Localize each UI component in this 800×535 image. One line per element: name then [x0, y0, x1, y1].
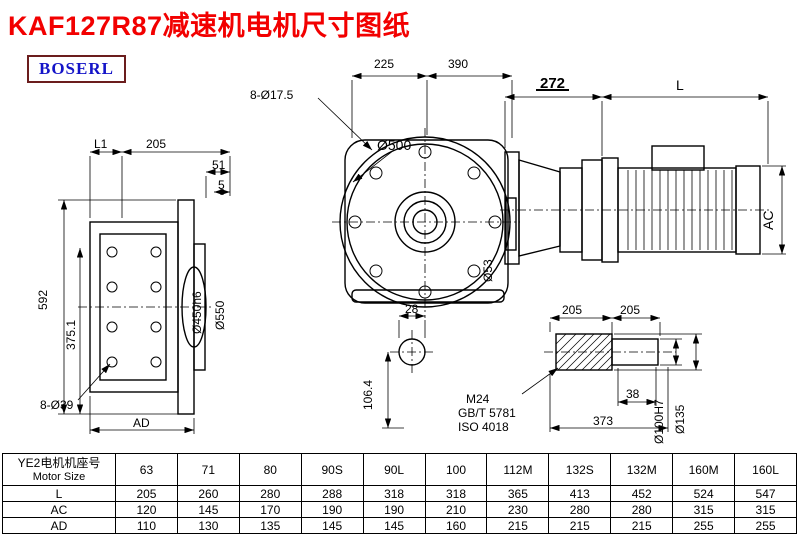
value-cell: 210	[424, 501, 488, 518]
dim-label-592: 592	[36, 289, 50, 310]
dim-label-d550: Ø550	[213, 300, 227, 330]
motor-size-header-cn: YE2电机机座号	[17, 455, 101, 470]
value-cell: 255	[672, 517, 736, 534]
value-cell: 365	[486, 485, 550, 502]
dim-label-205-left: 205	[146, 137, 167, 151]
dim-label-272: 272	[536, 76, 570, 91]
value-cell: 130	[176, 517, 240, 534]
value-cell: 205	[115, 485, 178, 502]
motor-size-cell: 71	[176, 453, 240, 486]
row-label-cell: AD	[2, 517, 116, 534]
dim-label-ad: AD	[133, 416, 150, 430]
value-cell: 145	[176, 501, 240, 518]
value-cell: 160	[424, 517, 488, 534]
dim-label-375: 375.1	[64, 319, 78, 350]
value-cell: 120	[115, 501, 178, 518]
motor-size-cell: 160M	[672, 453, 736, 486]
motor-size-cell: 160L	[734, 453, 797, 486]
value-cell: 170	[238, 501, 302, 518]
value-cell: 280	[610, 501, 674, 518]
motor-size-cell: 100	[424, 453, 488, 486]
dim-label-d500: Ø500	[377, 137, 412, 153]
value-cell: 452	[610, 485, 674, 502]
page-title: KAF127R87减速机电机尺寸图纸	[8, 11, 411, 41]
dim-label-iso4018: ISO 4018	[458, 420, 509, 434]
value-cell: 318	[362, 485, 426, 502]
motor-size-cell: 132S	[548, 453, 612, 486]
dim-label-106-4: 106.4	[361, 379, 375, 410]
dim-label-d100h7: Ø100H7	[652, 399, 666, 444]
value-cell: 260	[176, 485, 240, 502]
motor-size-cell: 132M	[610, 453, 674, 486]
dim-label-205-b: 205	[620, 303, 641, 317]
dim-label-28: 28	[405, 302, 419, 316]
dim-label-51: 51	[212, 158, 226, 172]
dim-label-373: 373	[593, 414, 614, 428]
dim-label-5: 5	[218, 178, 225, 192]
motor-size-header: YE2电机机座号 Motor Size	[2, 453, 116, 486]
value-cell: 145	[300, 517, 364, 534]
value-cell: 315	[734, 501, 797, 518]
dim-label-d53: Ø53	[481, 259, 495, 282]
motor-size-cell: 112M	[486, 453, 550, 486]
motor-size-cell: 63	[115, 453, 178, 486]
dim-label-l1: L1	[94, 137, 108, 151]
dim-label-d135: Ø135	[673, 404, 687, 434]
value-cell: 524	[672, 485, 736, 502]
dim-label-38: 38	[626, 387, 640, 401]
value-cell: 190	[300, 501, 364, 518]
dim-label-8-d39: 8-Ø39	[40, 398, 74, 412]
value-cell: 215	[610, 517, 674, 534]
row-label-cell: L	[2, 485, 116, 502]
dim-label-8-d17-5: 8-Ø17.5	[250, 88, 294, 102]
value-cell: 190	[362, 501, 426, 518]
dim-label-m24: M24	[466, 392, 490, 406]
motor-size-cell: 90S	[300, 453, 364, 486]
row-label-cell: AC	[2, 501, 116, 518]
value-cell: 215	[548, 517, 612, 534]
value-cell: 547	[734, 485, 797, 502]
dim-label-d450h6: Ø450h6	[190, 291, 204, 334]
brand-logo-text: BOSERL	[39, 59, 114, 78]
value-cell: 315	[672, 501, 736, 518]
value-cell: 135	[238, 517, 302, 534]
dim-label-ac: AC	[760, 210, 776, 230]
dim-label-390: 390	[448, 57, 469, 71]
brand-logo: BOSERL	[27, 55, 126, 83]
dim-label-205-a: 205	[562, 303, 583, 317]
motor-size-cell: 80	[238, 453, 302, 486]
dim-label-gbt5781: GB/T 5781	[458, 406, 516, 420]
value-cell: 280	[238, 485, 302, 502]
motor-size-header-en: Motor Size	[32, 470, 86, 483]
motor-size-cell: 90L	[362, 453, 426, 486]
value-cell: 280	[548, 501, 612, 518]
value-cell: 288	[300, 485, 364, 502]
value-cell: 413	[548, 485, 612, 502]
value-cell: 110	[115, 517, 178, 534]
value-cell: 230	[486, 501, 550, 518]
value-cell: 318	[424, 485, 488, 502]
value-cell: 215	[486, 517, 550, 534]
dim-label-l: L	[676, 77, 684, 93]
dim-label-225: 225	[374, 57, 395, 71]
value-cell: 255	[734, 517, 797, 534]
value-cell: 145	[362, 517, 426, 534]
